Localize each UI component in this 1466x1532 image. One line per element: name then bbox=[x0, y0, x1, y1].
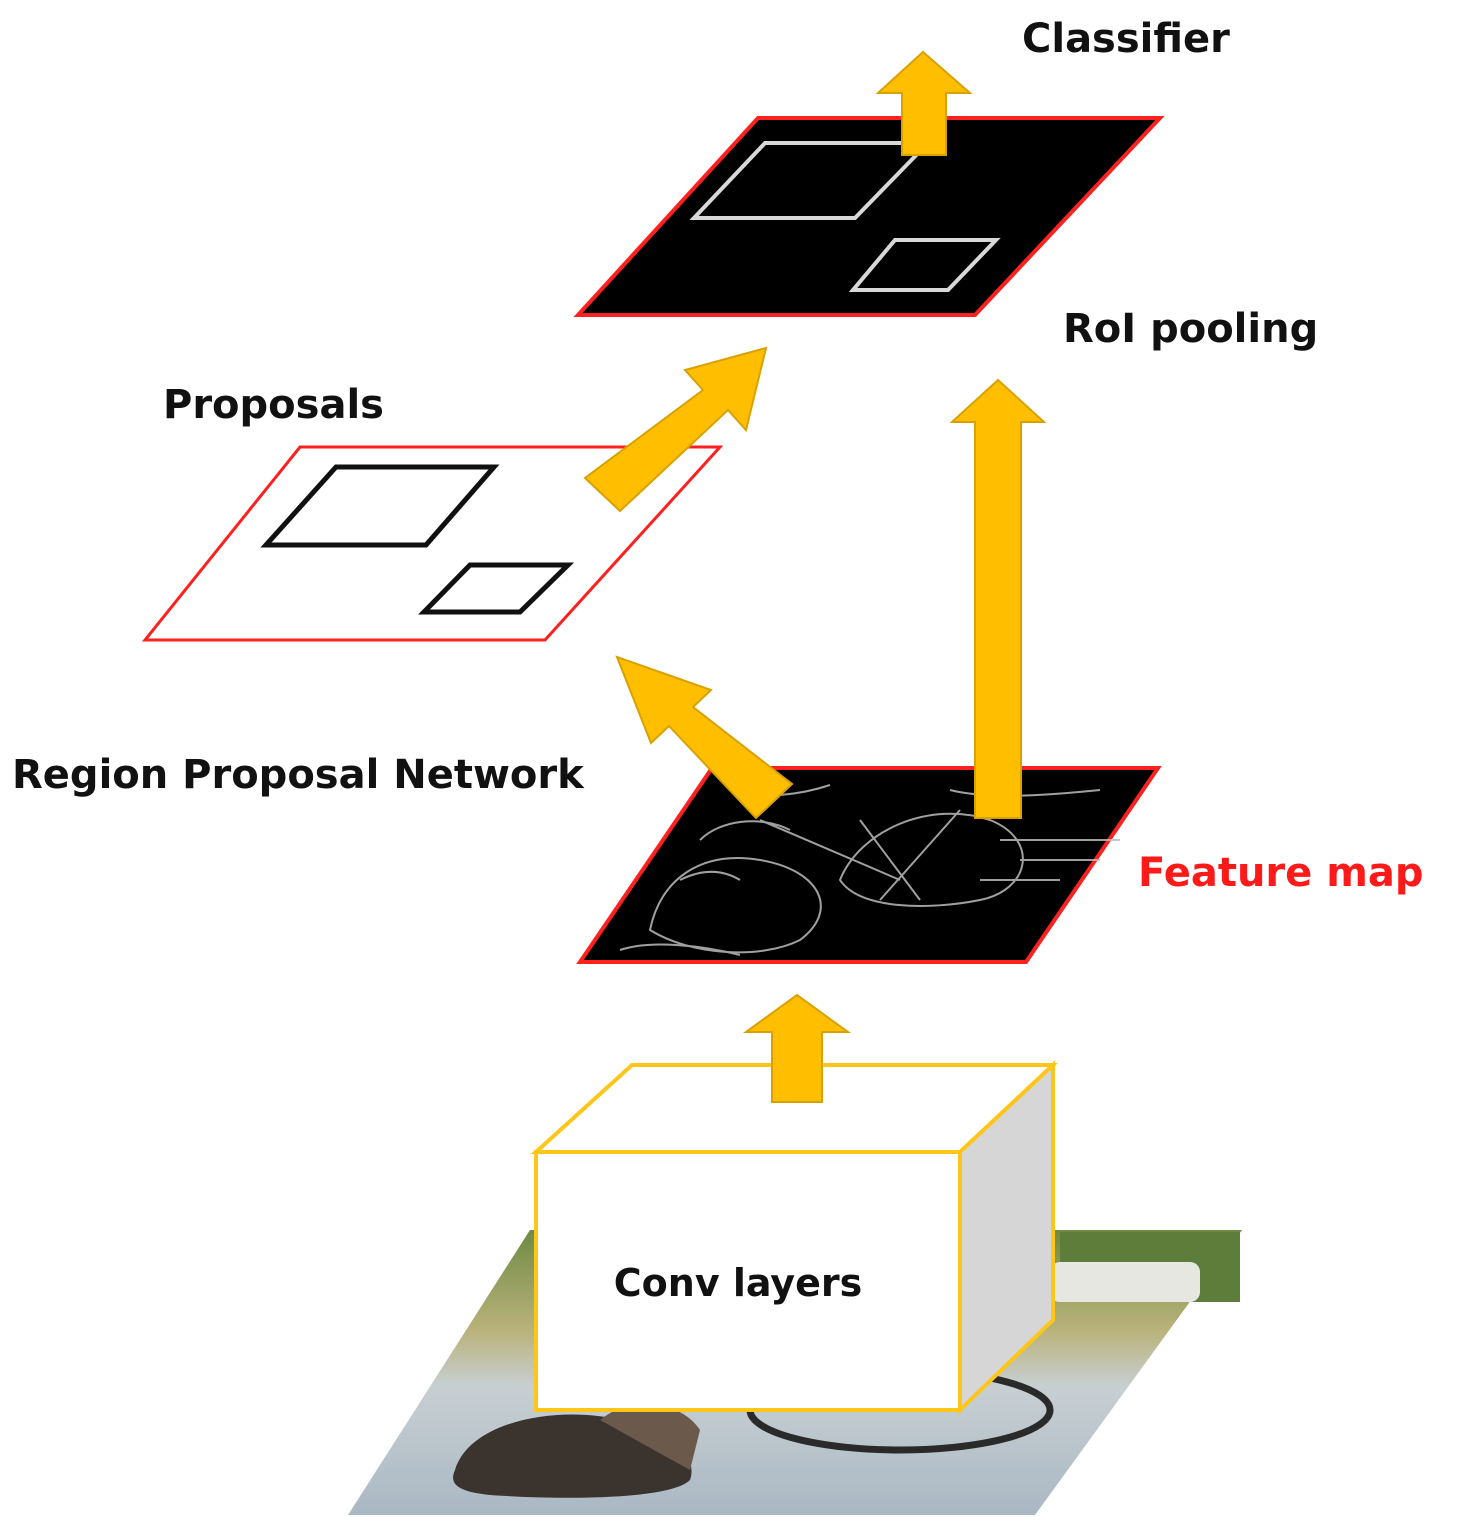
proposals-surface bbox=[141, 445, 724, 642]
proposal-box-small bbox=[418, 562, 575, 615]
arrow-proposals-to-roi bbox=[583, 346, 768, 513]
roi-box-small bbox=[848, 238, 1001, 292]
conv-layers-label: Conv layers bbox=[614, 1261, 862, 1305]
classifier-label: Classifier bbox=[1022, 16, 1230, 62]
conv-layers-box: Conv layers bbox=[530, 1060, 1059, 1415]
parked-car bbox=[1050, 1262, 1200, 1302]
conv-box-front bbox=[534, 1150, 962, 1412]
feature-map-plane bbox=[576, 766, 1162, 964]
roi-pooling-surface bbox=[573, 116, 1165, 317]
rpn-label: Region Proposal Network bbox=[12, 752, 585, 798]
arrow-conv-to-feature-map bbox=[742, 993, 852, 1103]
dog-head bbox=[600, 1403, 700, 1470]
roi-pooling-label: RoI pooling bbox=[1063, 306, 1318, 352]
proposals-plane bbox=[141, 445, 724, 642]
proposal-box-large bbox=[260, 464, 500, 548]
roi-pooling-plane bbox=[573, 116, 1165, 317]
arrow-roi-to-classifier bbox=[875, 50, 973, 156]
arrow-feature-map-to-roi bbox=[949, 378, 1047, 819]
feature-map-label: Feature map bbox=[1138, 850, 1424, 896]
roi-box-large bbox=[689, 141, 933, 220]
feature-map-surface bbox=[576, 766, 1162, 964]
proposals-label: Proposals bbox=[163, 382, 384, 428]
arrow-rpn bbox=[615, 655, 794, 820]
